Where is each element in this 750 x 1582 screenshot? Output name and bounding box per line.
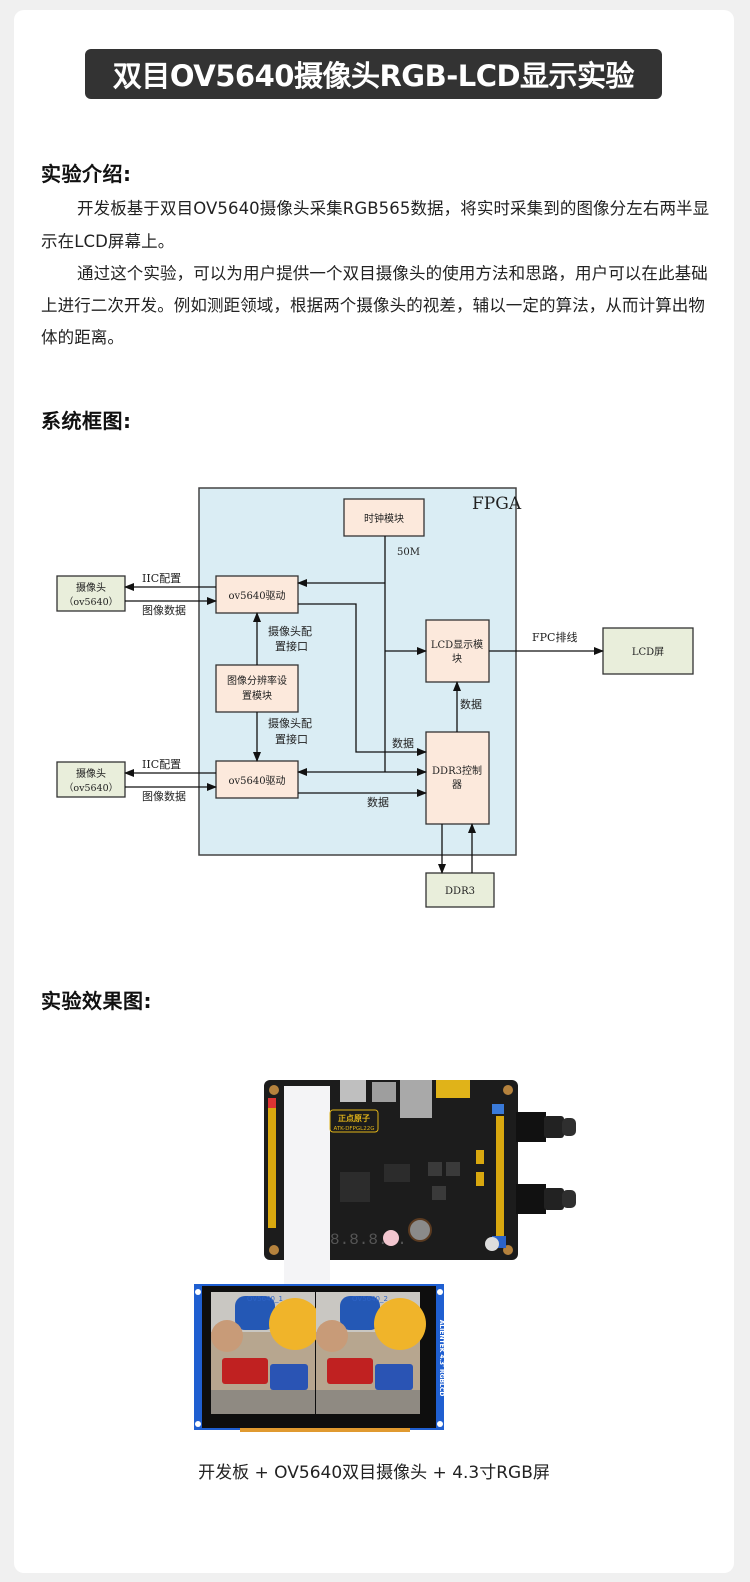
title-banner: 双目OV5640摄像头RGB-LCD显示实验 [85,49,662,99]
resolution-module-label-2: 置模块 [242,690,272,702]
camera-bottom-label-1: 摄像头 [76,767,106,780]
data-to-lcd-label: 数据 [460,697,482,711]
lcd-display-module-label-2: 块 [452,653,462,665]
camera-top-block [56,575,126,612]
board-model: ATK-DFPGL22G [333,1126,374,1132]
camera-top-label-1: 摄像头 [76,581,106,594]
cam-cfg-top-label-1: 摄像头配 [268,624,312,638]
ddr3-controller-block [425,731,490,825]
lcd-screen-label: LCD屏 [632,646,664,658]
ov5640-driver-bottom-block [215,760,299,799]
dual-camera-image [516,1112,576,1214]
cam-cfg-top-label-2: 置接口 [275,640,308,653]
camera-1-view: OV5640_1 [211,1292,321,1414]
iic-bottom-label: IIC配置 [142,758,181,771]
top-driver-data-arrow [298,603,427,756]
result-photo: 正点原子 ATK-DFPGL22G 8.8.8.8. [194,1080,576,1432]
camera-1-label: OV5640_1 [247,1295,283,1303]
intro-heading: 实验介绍: [41,162,132,186]
board-logo: 正点原子 [338,1113,370,1123]
camera-top-label-2: （ov5640） [64,596,118,608]
data-top-label: 数据 [392,736,414,750]
ddr3-controller-label-1: DDR3控制 [432,764,482,777]
camera-2-label: OV5640_2 [352,1295,388,1303]
lcd-display-module-block [425,619,490,683]
content-card: 双目OV5640摄像头RGB-LCD显示实验 实验介绍: 开发板基于双目OV56… [14,10,734,1573]
fpc-label: FPC排线 [532,630,577,644]
cam-cfg-bottom-label-1: 摄像头配 [268,716,312,730]
clock-module-label: 时钟模块 [364,512,404,525]
ddr3-controller-label-2: 器 [452,779,462,791]
lcd-panel-image: ALIENTEK 4.3' RGBLCD OV5640_1 [194,1284,445,1432]
ov5640-driver-top-label: ov5640驱动 [228,590,285,602]
ov5640-driver-bottom-label: ov5640驱动 [228,775,285,787]
camera-bottom-label-2: （ov5640） [64,782,118,794]
image-data-top-label: 图像数据 [142,603,186,617]
ddr3-memory-label: DDR3 [445,886,475,897]
system-block-diagram: FPGA 时钟模块 50M ov5640驱动 图像分辨率设 置模块 ov5640… [56,487,694,908]
camera-bottom-block [56,761,126,798]
data-bottom-label: 数据 [367,795,389,809]
diagram-heading: 系统框图: [41,409,132,433]
intro-paragraph-1: 开发板基于双目OV5640摄像头采集RGB565数据，将实时采集到的图像分左右两… [41,199,710,251]
iic-top-label: IIC配置 [142,572,181,585]
clock-50m-label: 50M [397,547,420,558]
lcd-display-module-label-1: LCD显示模 [431,639,483,651]
photo-caption: 开发板 + OV5640双目摄像头 + 4.3寸RGB屏 [198,1463,550,1483]
image-data-bottom-label: 图像数据 [142,789,186,803]
resolution-module-label-1: 图像分辨率设 [227,674,287,687]
page-title: 双目OV5640摄像头RGB-LCD显示实验 [112,59,635,93]
resolution-module-block [215,664,299,713]
clock-module-block [343,498,425,537]
result-heading: 实验效果图: [41,989,152,1013]
dev-board-image: 正点原子 ATK-DFPGL22G 8.8.8.8. [264,1080,576,1301]
intro-paragraph-2: 通过这个实验，可以为用户提供一个双目摄像头的使用方法和思路，用户可以在此基础上进… [41,264,708,347]
lcd-side-text: ALIENTEK 4.3' RGBLCD [438,1320,445,1397]
fpga-label: FPGA [472,494,522,514]
camera-2-view: OV5640_2 [316,1292,426,1414]
ddr3-memory-block [425,872,495,908]
cam-cfg-bottom-label-2: 置接口 [275,733,308,746]
